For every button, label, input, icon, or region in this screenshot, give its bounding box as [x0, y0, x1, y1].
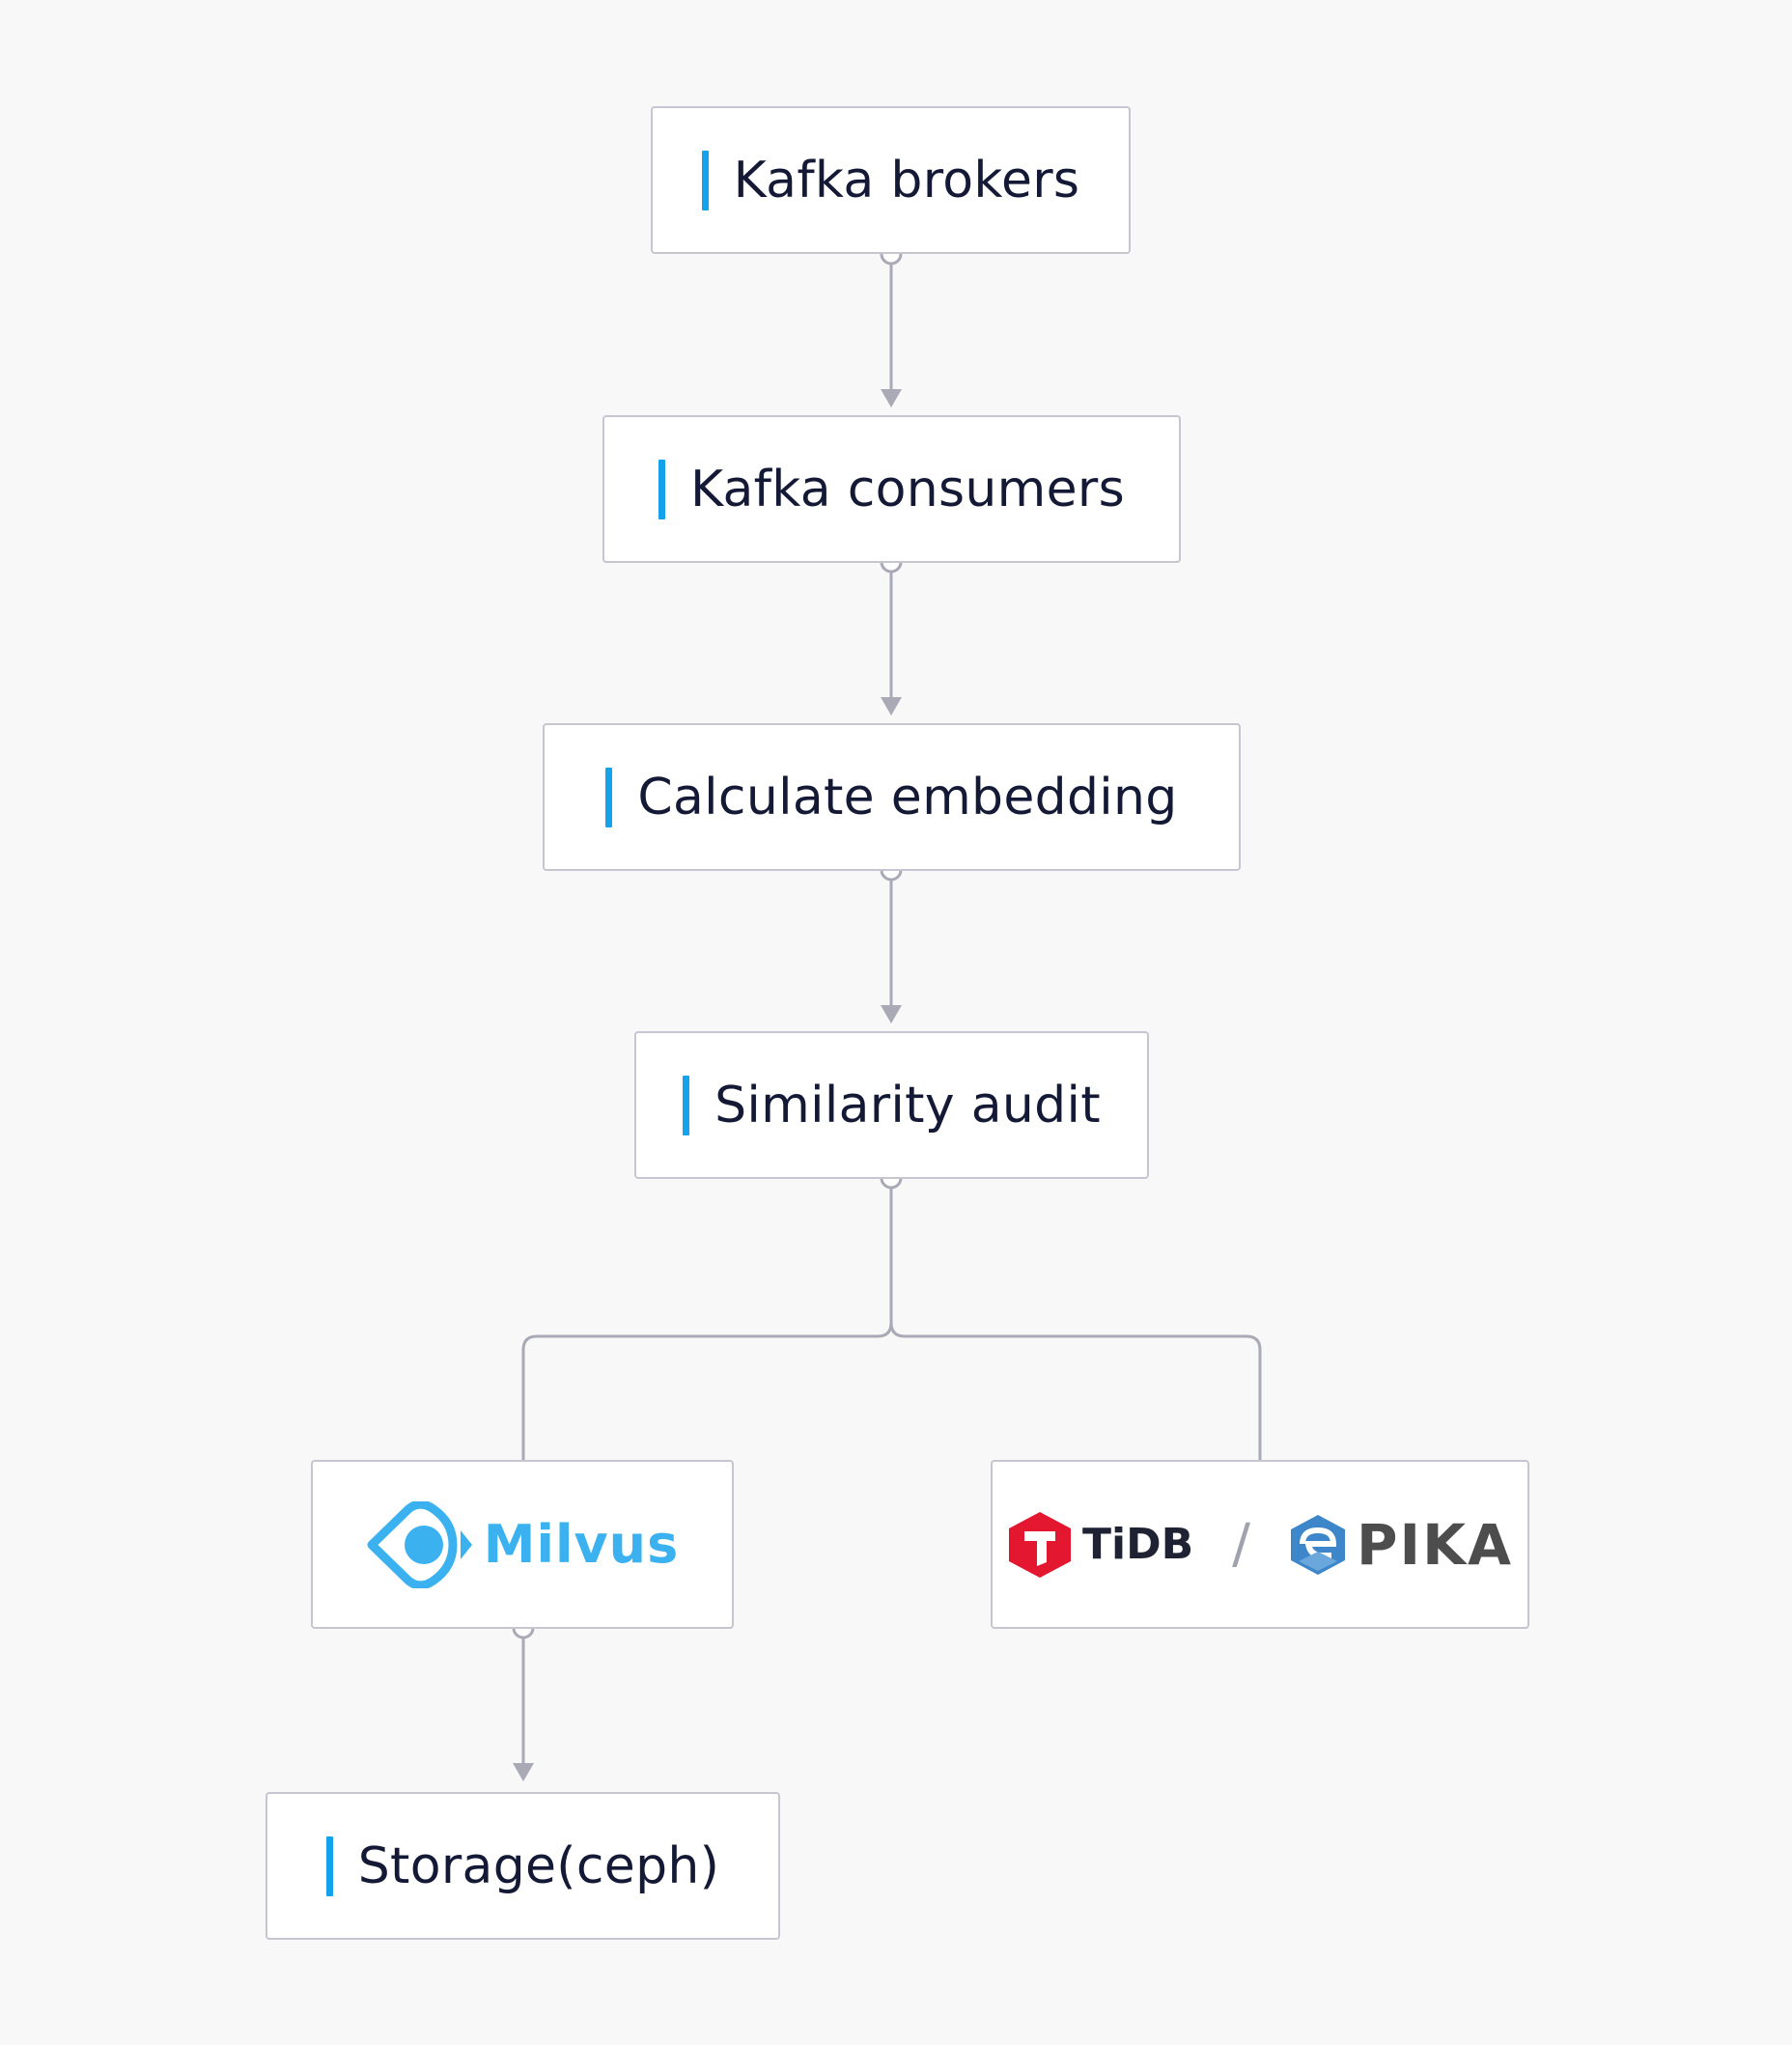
node-label: Storage(ceph): [357, 1836, 720, 1895]
milvus-wordmark: Milvus: [483, 1514, 680, 1575]
milvus-eye-icon: [367, 1500, 472, 1588]
node-kafka-brokers: Kafka brokers: [651, 106, 1131, 254]
edge-audit-to-milvus: [521, 1187, 893, 1460]
node-tidb-pika: TiDB / PIKA: [991, 1460, 1529, 1629]
accent-bar: [658, 459, 665, 519]
tidb-pika-logos: TiDB / PIKA: [1007, 1510, 1513, 1580]
tidb-wordmark: TiDB: [1082, 1520, 1194, 1569]
node-milvus: Milvus: [311, 1460, 734, 1629]
node-label: Kafka consumers: [690, 460, 1125, 518]
accent-bar: [325, 1835, 333, 1896]
node-storage: Storage(ceph): [266, 1792, 780, 1940]
pika-icon: [1291, 1514, 1346, 1575]
node-kafka-consumers: Kafka consumers: [602, 415, 1181, 563]
node-label: Calculate embedding: [637, 768, 1178, 826]
node-label: Similarity audit: [714, 1076, 1101, 1135]
accent-bar: [683, 1075, 690, 1135]
node-label: Kafka brokers: [733, 151, 1080, 210]
arrowhead: [881, 1005, 902, 1023]
pika-wordmark: PIKA: [1357, 1511, 1513, 1578]
logo-separator: /: [1232, 1513, 1251, 1576]
edge-audit-to-tidb-pika: [889, 1322, 1262, 1460]
tidb-icon: [1009, 1511, 1072, 1578]
arrowhead: [881, 389, 902, 407]
accent-bar: [605, 767, 613, 827]
node-calculate-embedding: Calculate embedding: [543, 723, 1241, 871]
milvus-logo: Milvus: [366, 1500, 680, 1588]
arrowhead: [881, 697, 902, 715]
node-similarity-audit: Similarity audit: [634, 1031, 1149, 1179]
arrowhead: [513, 1763, 534, 1781]
accent-bar: [701, 150, 709, 210]
